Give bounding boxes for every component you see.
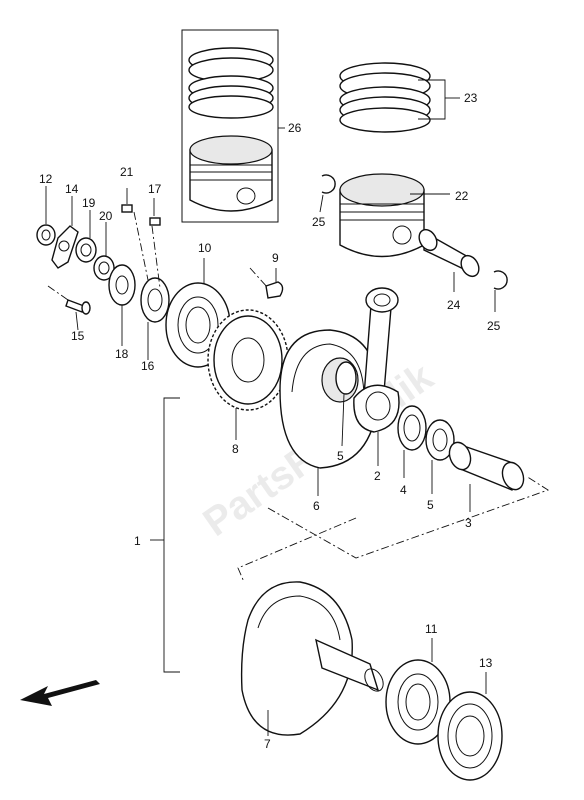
key-17[interactable] <box>149 198 161 289</box>
callout-20: 20 <box>99 209 113 223</box>
callout-10: 10 <box>198 241 212 255</box>
callout-24: 24 <box>447 298 461 312</box>
gear-18[interactable] <box>108 264 136 346</box>
lock-washer-14[interactable] <box>51 196 79 269</box>
washer-5-right[interactable] <box>425 419 455 494</box>
conrod-2[interactable] <box>353 287 400 466</box>
callout-26: 26 <box>288 121 302 135</box>
callout-11: 11 <box>425 622 438 636</box>
spacer-20[interactable] <box>93 222 115 281</box>
callout-23: 23 <box>464 91 478 105</box>
piston-boxed <box>189 135 273 212</box>
callout-22: 22 <box>455 189 469 203</box>
callout-13: 13 <box>479 656 493 670</box>
piston-rings-23[interactable] <box>339 62 460 133</box>
callout-8: 8 <box>232 442 239 456</box>
crank-web-7[interactable] <box>240 581 387 736</box>
needle-bearing-4[interactable] <box>397 405 427 478</box>
callout-2: 2 <box>374 469 381 483</box>
callout-17: 17 <box>148 182 162 196</box>
callout-9: 9 <box>272 251 279 265</box>
callout-14: 14 <box>65 182 79 196</box>
callout-25-lower: 25 <box>487 319 501 333</box>
callout-21: 21 <box>120 165 134 179</box>
circlip-25-lower[interactable] <box>493 270 508 312</box>
nut-12[interactable] <box>36 186 56 246</box>
piston-ring-set-boxed <box>188 47 274 119</box>
callout-7: 7 <box>264 737 271 751</box>
gear-8[interactable] <box>207 309 289 440</box>
callout-19: 19 <box>82 196 96 210</box>
oil-seal-13[interactable] <box>437 672 503 781</box>
callout-12: 12 <box>39 172 53 186</box>
callout-25-upper: 25 <box>312 215 326 229</box>
callout-5-left: 5 <box>337 449 344 463</box>
piston-pin-24[interactable] <box>416 226 483 292</box>
callout-6: 6 <box>313 499 320 513</box>
pin-9[interactable] <box>249 267 284 299</box>
bolt-15[interactable] <box>47 285 91 331</box>
callout-4: 4 <box>400 483 407 497</box>
piston-kit-26[interactable] <box>181 29 285 223</box>
callout-16: 16 <box>141 359 155 373</box>
piston-22[interactable] <box>339 173 450 258</box>
crank-pin-3[interactable] <box>446 439 527 512</box>
callout-1: 1 <box>134 534 141 548</box>
gear-16[interactable] <box>140 277 170 360</box>
callout-15: 15 <box>71 329 85 343</box>
callout-18: 18 <box>115 347 129 361</box>
key-21[interactable] <box>121 188 149 281</box>
assembly-bracket-1 <box>150 397 550 673</box>
washer-19[interactable] <box>75 210 97 263</box>
front-arrow-icon <box>20 680 100 706</box>
callout-5-right: 5 <box>427 498 434 512</box>
circlip-25-upper[interactable] <box>319 174 336 213</box>
washer-5-left[interactable] <box>335 361 357 447</box>
callout-3: 3 <box>465 516 472 530</box>
